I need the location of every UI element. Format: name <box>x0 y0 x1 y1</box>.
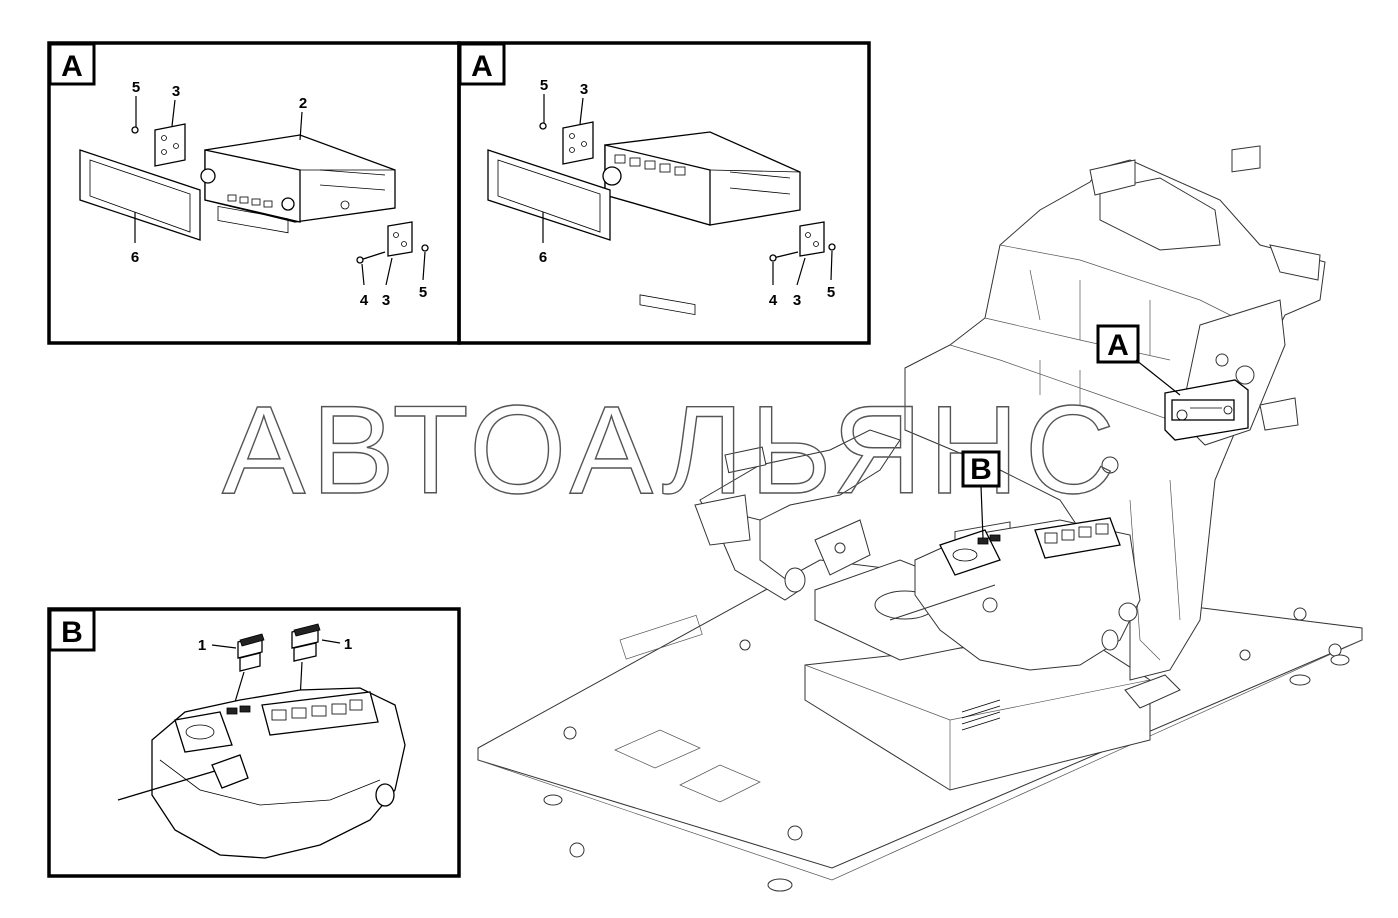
screw-bottom <box>421 244 429 252</box>
callout-alt-6: 6 <box>539 249 547 266</box>
rocker-switch-right <box>291 623 321 662</box>
detail-a-alternate-tag: A <box>471 50 493 83</box>
marker-b: B <box>961 450 1001 539</box>
bolt <box>359 251 386 261</box>
console-main <box>889 517 1141 671</box>
detail-a-original: A <box>47 41 461 345</box>
callout-alt-3-top: 3 <box>580 81 588 98</box>
callout-2: 2 <box>299 95 307 112</box>
detail-b-frame <box>47 607 461 878</box>
radio-unit <box>200 134 396 234</box>
console-detail <box>117 687 406 859</box>
bolt-alternate <box>772 251 799 259</box>
callout-1-right: 1 <box>344 636 352 653</box>
screw-top-alternate <box>539 122 547 130</box>
marker-a-label: A <box>1107 329 1129 362</box>
radio-unit-alternate <box>602 131 801 316</box>
fuse-block <box>1124 674 1181 709</box>
mounting-bracket-bottom-alternate <box>799 221 825 257</box>
detail-a-alternate-tag-box <box>458 42 506 86</box>
radio-mounted <box>1164 379 1249 441</box>
bezel-frame-alternate <box>487 149 611 241</box>
detail-a-alternate-frame <box>457 41 871 345</box>
callout-3-top: 3 <box>172 83 180 100</box>
callout-6: 6 <box>131 249 139 266</box>
detail-b: B 1 1 <box>47 607 461 878</box>
detail-b-tag-box <box>48 608 96 652</box>
cab-assembly-drawing <box>477 145 1363 892</box>
callout-alt-5-top: 5 <box>540 77 548 94</box>
mounting-bracket-bottom <box>387 221 413 257</box>
callout-alt-4: 4 <box>769 292 778 309</box>
callout-4: 4 <box>360 292 369 309</box>
vent-grille <box>961 699 1001 731</box>
screw-top <box>131 126 139 134</box>
detail-a-original-tag: A <box>61 50 83 83</box>
bezel-frame <box>79 149 201 241</box>
screw-bottom-alternate <box>828 243 836 251</box>
marker-a: A <box>1096 324 1181 396</box>
detail-b-tag: B <box>61 616 83 649</box>
callout-5-bottom: 5 <box>419 284 427 301</box>
callout-5-top: 5 <box>132 79 140 96</box>
callout-1-left: 1 <box>198 637 206 654</box>
marker-b-label: B <box>970 453 992 486</box>
detail-a-original-tag-box <box>48 42 96 86</box>
marker-a-box <box>1096 324 1140 364</box>
rocker-switch-left <box>237 633 265 672</box>
callout-alt-5-bottom: 5 <box>827 284 835 301</box>
roof-panel <box>1099 177 1221 251</box>
mounting-bracket-top <box>154 123 186 167</box>
detail-a-alternate: A <box>457 41 871 345</box>
callout-alt-3-bottom: 3 <box>793 292 801 309</box>
mounting-bracket-top-alternate <box>562 121 594 165</box>
callout-3-bottom: 3 <box>382 292 390 309</box>
